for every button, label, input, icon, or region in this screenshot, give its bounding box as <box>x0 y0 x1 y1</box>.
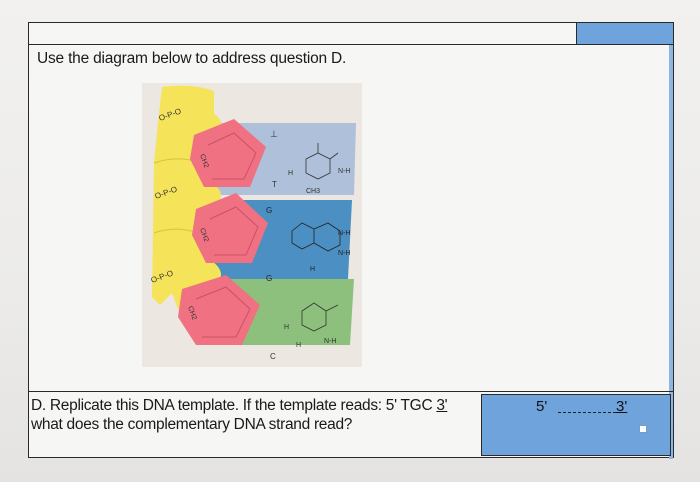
svg-text:G: G <box>266 274 272 283</box>
question-d-text: D. Replicate this DNA template. If the t… <box>31 396 476 434</box>
base-letter-C: C <box>270 352 276 361</box>
base-letter-G: G <box>266 206 272 215</box>
sugar-1 <box>190 119 266 187</box>
answer-five-prime: 5' <box>536 398 548 415</box>
guanine-ring <box>291 222 341 252</box>
answer-three-prime: 3' <box>616 398 628 415</box>
sugar-3 <box>178 275 260 345</box>
answer-blank-line[interactable] <box>558 412 616 413</box>
thymine-ring <box>305 143 339 180</box>
svg-text:CH2: CH2 <box>186 305 197 321</box>
corner-checkbox[interactable] <box>639 425 647 433</box>
header-blue-cell <box>576 23 673 44</box>
svg-text:H: H <box>296 342 301 349</box>
header-row <box>29 23 673 45</box>
right-blue-bar <box>669 45 673 459</box>
question-d-line2: what does the complementary DNA strand r… <box>31 416 353 433</box>
question-table: Use the diagram below to address questio… <box>28 22 674 459</box>
svg-text:N-H: N-H <box>324 338 336 345</box>
question-d-row: D. Replicate this DNA template. If the t… <box>29 391 673 459</box>
methyl-label: CH3 <box>306 188 320 195</box>
question-d-three-prime: 3' <box>436 397 448 414</box>
svg-text:CH2: CH2 <box>198 227 209 243</box>
svg-text:N-H: N-H <box>338 230 350 237</box>
sugar-2 <box>192 193 268 263</box>
question-d-line1: D. Replicate this DNA template. If the t… <box>31 397 437 414</box>
svg-text:H: H <box>310 266 315 273</box>
dna-puzzle-diagram: O-P-O O-P-O O-P-O CH2 CH2 CH2 ⊥ T G G C … <box>142 83 362 367</box>
dna-diagram-svg: O-P-O O-P-O O-P-O CH2 CH2 CH2 ⊥ T G G C … <box>142 83 362 367</box>
svg-text:H: H <box>288 170 293 177</box>
svg-text:CH2: CH2 <box>198 153 209 169</box>
question-intro: Use the diagram below to address questio… <box>37 50 347 67</box>
svg-text:N-H: N-H <box>338 168 350 175</box>
top-mark: ⊥ <box>270 129 278 139</box>
svg-text:H: H <box>284 324 289 331</box>
svg-text:N-H: N-H <box>338 250 350 257</box>
base-letter-T: T <box>272 180 277 189</box>
cytosine-ring <box>301 302 339 332</box>
